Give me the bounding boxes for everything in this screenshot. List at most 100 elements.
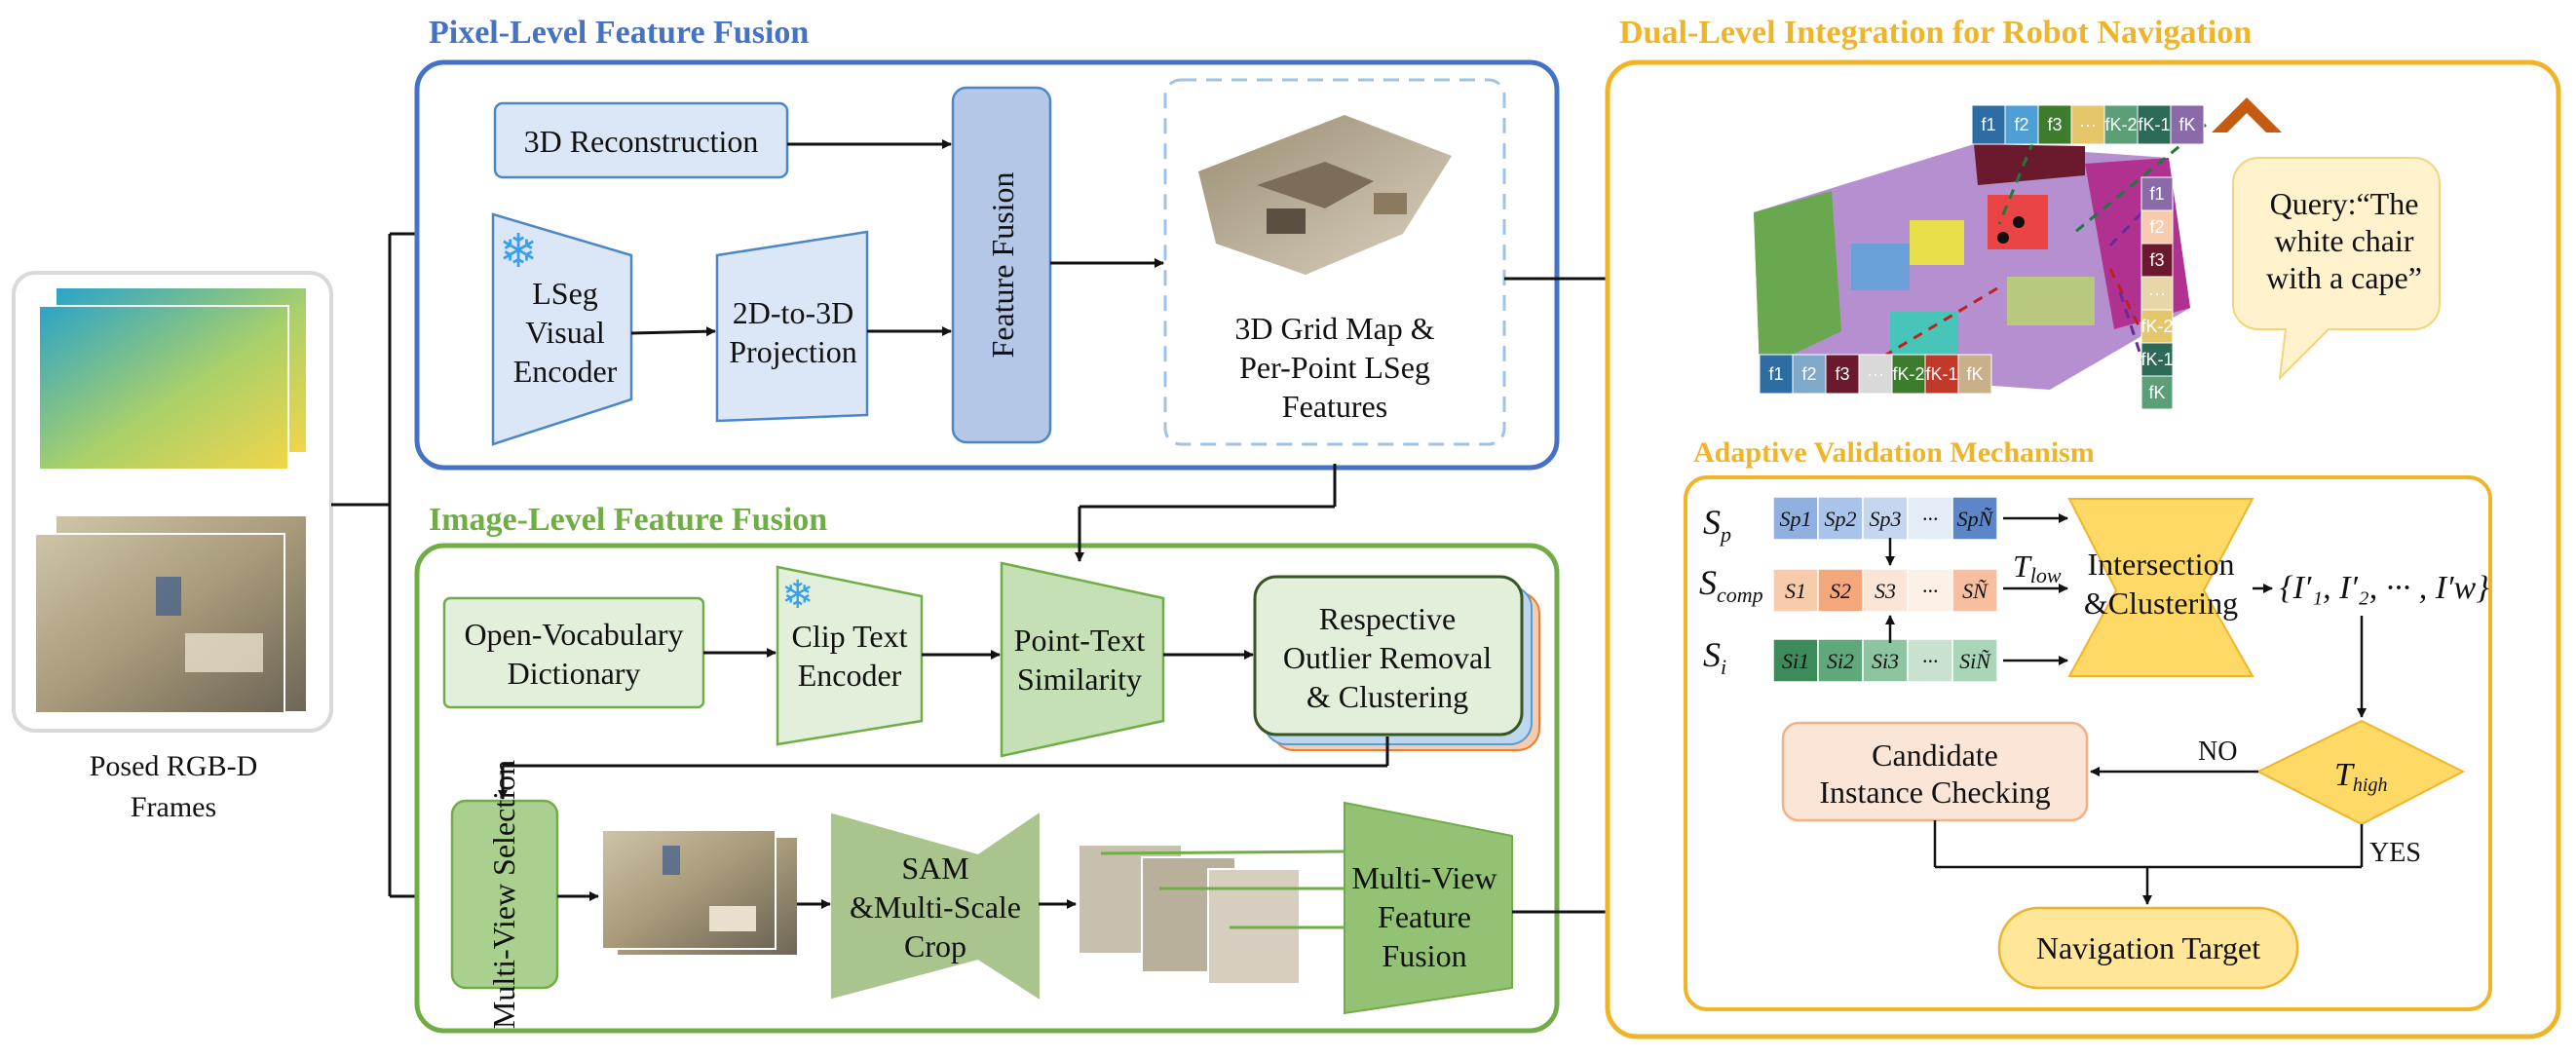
reconstruction-label: 3D Reconstruction [524,124,759,159]
feature-chip-label: f2 [1801,364,1816,384]
pixel-level-section: Pixel-Level Feature Fusion 3D Reconstruc… [414,15,1656,471]
feature-chip-label: f1 [2149,184,2164,204]
mv-fusion-label-2: Feature [1378,899,1471,934]
score-cell-label: ··· [1922,579,1939,603]
feature-chip [2004,104,2039,145]
similarity-label-1: Point-Text [1014,623,1146,658]
feature-chip-label: f2 [2014,115,2028,134]
feature-chip-label: f1 [1768,364,1783,384]
multi-view-fusion-trapezoid [1344,801,1513,1015]
feature-fusion-label: Feature Fusion [985,171,1020,358]
score-cell [1862,568,1909,613]
score-row-p: Sp1 Sp2 Sp3 ··· SpÑ [1772,496,1998,541]
intersection-clustering-hourglass [2067,498,2254,677]
selected-views-thumbnails [601,829,797,955]
score-cell [1862,638,1909,683]
score-cell [1951,496,1998,541]
feature-chip-label: fK [1966,364,1983,384]
score-cell [1862,496,1909,541]
lseg-label-2: Visual [525,315,605,350]
outlier-label-2: Outlier Removal [1283,640,1492,675]
score-cell [1772,638,1819,683]
feature-chip-label: ··· [1867,364,1884,384]
feature-chip [1971,104,2006,145]
depth-frame-front [38,305,289,471]
score-cell [1951,568,1998,613]
clip-label-2: Encoder [798,658,902,693]
frames-caption-line1: Posed RGB-D [90,750,258,782]
instance-set-result: {I′₁, I′₂, ··· , I′w} [2280,570,2489,606]
feature-chip-label: fK-1 [1925,364,1957,384]
dual-level-section: Dual-Level Integration for Robot Navigat… [1605,15,2561,1039]
score-cell-label: Sp3 [1870,507,1902,531]
intersection-label-2: &Clustering [2084,586,2238,621]
feature-chip-label: fK-2 [2104,115,2137,134]
sam-label-1: SAM [901,850,968,886]
query-line-1: Query:“The [2270,186,2419,221]
score-cell-label: Sp2 [1825,507,1857,531]
grid-map-label-2: Per-Point LSeg [1239,350,1430,385]
rgbd-frames-panel: Posed RGB-D Frames [12,271,333,823]
query-speech-bubble [2232,157,2441,381]
sp-label: Sp [1703,503,1731,547]
snowflake-icon-clip: ❄ [781,573,814,618]
dual-level-title: Dual-Level Integration for Robot Navigat… [1619,15,2252,51]
mv-fusion-label-1: Multi-View [1351,860,1496,895]
thigh-label: Thigh [2334,757,2387,796]
feature-chip [2140,276,2174,311]
mv-fusion-label-3: Fusion [1382,938,1466,973]
tlow-label: Tlow [2013,548,2062,587]
snowflake-icon: ❄ [499,224,538,279]
score-cell [1817,568,1864,613]
score-cell-label: ··· [1922,507,1939,531]
feature-chip [2070,104,2105,145]
feature-chip-label: fK-2 [2140,317,2173,336]
sam-label-3: Crop [904,928,966,964]
feature-fusion-box [951,86,1052,444]
feature-chip [1759,354,1794,395]
navigation-target-label: Navigation Target [2036,930,2260,965]
candidate-label-2: Instance Checking [1819,775,2050,810]
feature-chip [2140,342,2174,377]
image-level-section: Image-Level Feature Fusion Open-Vocabula… [414,303,1653,1034]
feature-chip [2037,104,2072,145]
yes-label: YES [2369,838,2421,868]
clip-encoder-trapezoid [776,565,924,746]
score-cell-label: SpÑ [1957,507,1994,531]
score-cell-label: Si3 [1872,649,1899,673]
score-cell-label: S1 [1785,579,1806,603]
dictionary-label-2: Dictionary [508,656,641,691]
avm-title: Adaptive Validation Mechanism [1693,436,2095,469]
query-line-3: with a cape” [2266,260,2422,295]
intersection-label-1: Intersection [2087,547,2234,582]
feature-chip-label: f3 [2149,250,2164,270]
multi-view-selection-label: Multi-View Selection [486,760,521,1029]
feature-chip-label: f3 [1835,364,1849,384]
navigation-target-box [1997,906,2299,990]
lseg-label-3: Encoder [513,354,618,389]
feature-chip-label: fK-1 [2140,350,2173,369]
dictionary-label-1: Open-Vocabulary [464,617,683,652]
image-level-title: Image-Level Feature Fusion [429,502,827,538]
lseg-encoder-trapezoid [491,212,633,446]
lseg-label-1: LSeg [532,276,598,311]
score-cell-label: Sp1 [1780,507,1812,531]
feature-chip-label: f2 [2149,217,2164,237]
feature-chip [2103,104,2139,145]
rgb-frame-front [34,533,285,714]
feature-chip [1858,354,1893,395]
score-cell [1951,638,1998,683]
feature-chip-label: fK [2178,115,2195,134]
feature-chip [2140,309,2174,344]
score-cell-label: Si1 [1782,649,1809,673]
sam-label-2: &Multi-Scale [850,889,1021,925]
feature-chip-label: fK-1 [2138,115,2170,134]
feature-chip-label: fK-2 [1892,364,1924,384]
score-cell-label: SiÑ [1959,649,1991,673]
sam-crop-right [977,812,1040,1000]
query-line-2: white chair [2274,223,2413,258]
multi-view-selection-box [450,799,559,990]
